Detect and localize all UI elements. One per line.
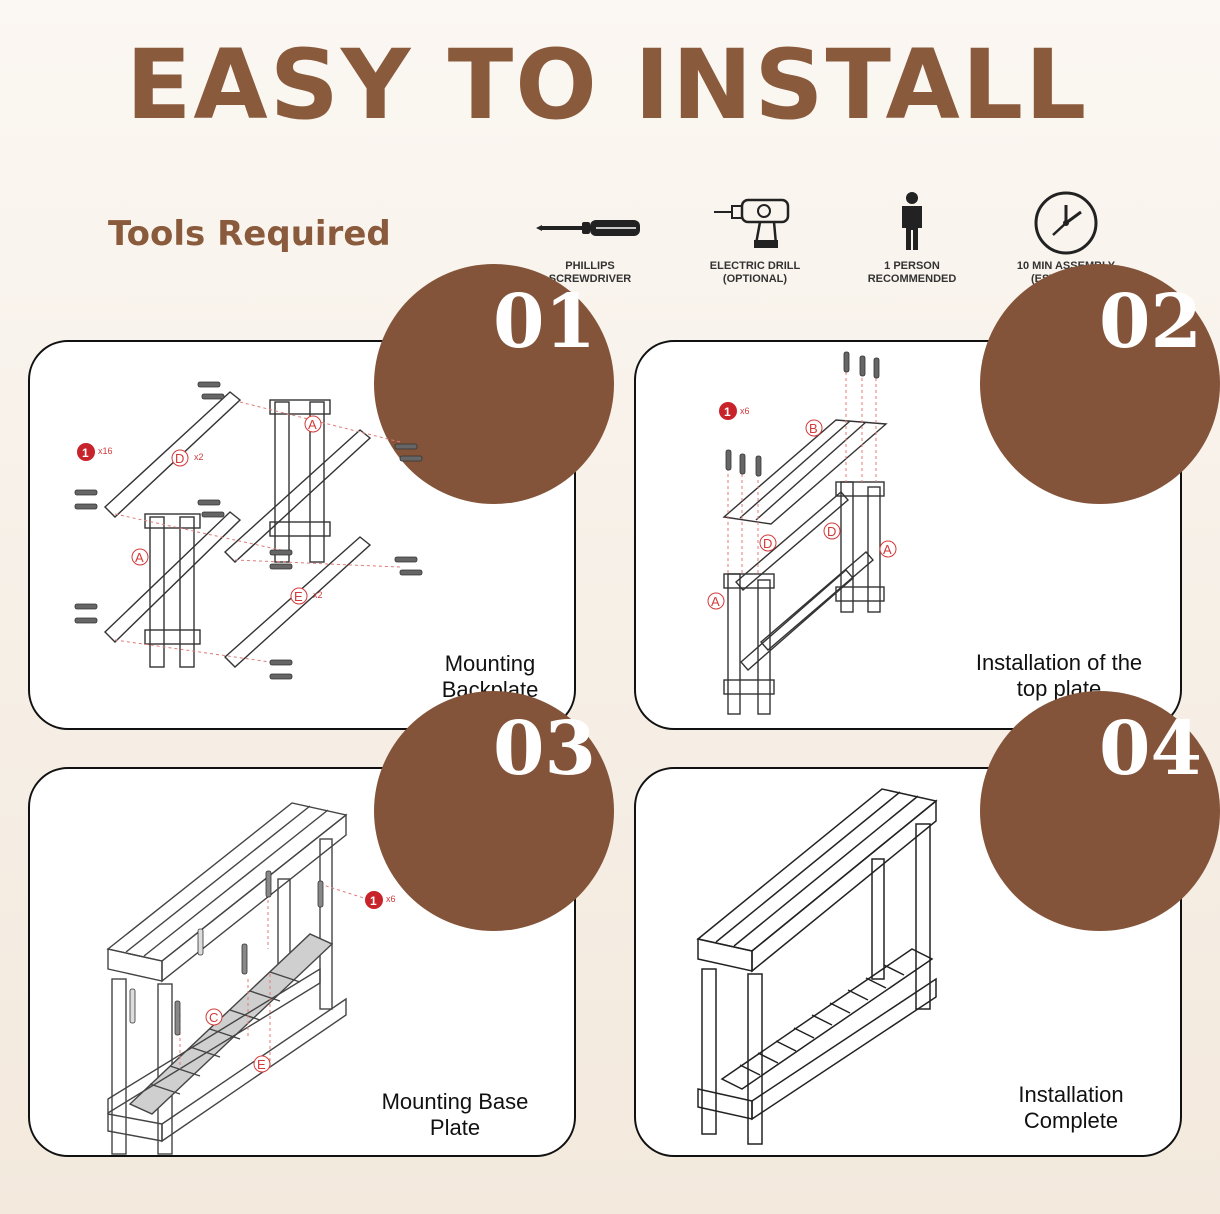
screw-quantity: x16	[98, 446, 113, 456]
screw-quantity: x6	[740, 406, 750, 416]
step-panel-03: 03	[28, 691, 614, 1157]
step-number: 02	[1099, 279, 1202, 365]
step-03-diagram: 1 x6 C E	[106, 802, 396, 1155]
step-caption: Installation of the top plate	[975, 650, 1143, 701]
tool-electric-drill: ELECTRIC DRILL (OPTIONAL)	[670, 190, 840, 286]
part-label-a: A	[711, 594, 720, 609]
part-label-d: D	[827, 524, 836, 539]
step-number: 03	[493, 706, 596, 792]
step-02-diagram: 1 x6 B D D A A	[707, 351, 897, 715]
step-number: 04	[1099, 706, 1202, 792]
step-number: 01	[493, 279, 596, 365]
step-panel-01: 01	[28, 264, 614, 730]
person-icon	[902, 192, 922, 250]
step-04-diagram	[696, 788, 938, 1145]
screw-part-label: 1	[724, 405, 731, 419]
part-label-c: C	[209, 1010, 218, 1025]
step-caption: Mounting Base Plate	[381, 1089, 529, 1140]
part-label-a: A	[883, 542, 892, 557]
tool-screwdriver: PHILLIPS SCREWDRIVER	[505, 190, 675, 286]
step-badge: 02	[980, 264, 1220, 504]
tools-required-label: Tools Required	[108, 214, 391, 254]
screw-quantity: x6	[386, 894, 396, 904]
part-e-quantity: x2	[313, 590, 323, 600]
screwdriver-icon	[536, 220, 640, 236]
screw-part-label: 1	[82, 446, 89, 460]
screw-part-label: 1	[370, 894, 377, 908]
step-panel-04: 04 I	[634, 691, 1220, 1157]
part-label-a: A	[135, 550, 144, 565]
step-caption: Installation Complete	[1018, 1082, 1124, 1133]
part-label-d: D	[763, 536, 772, 551]
electric-drill-icon	[714, 198, 790, 248]
step-panel-02: 02	[634, 264, 1220, 730]
part-d-quantity: x2	[194, 452, 204, 462]
clock-icon	[1034, 191, 1098, 255]
tool-caption: PHILLIPS SCREWDRIVER	[548, 260, 632, 285]
page-title: EASY TO INSTALL	[125, 29, 1089, 141]
part-label-d: D	[175, 451, 184, 466]
step-badge: 01	[374, 264, 614, 504]
tool-caption: 1 PERSON RECOMMENDED	[867, 260, 957, 285]
step-badge: 04	[980, 691, 1220, 931]
part-label-a: A	[308, 417, 317, 432]
part-label-e: E	[294, 589, 303, 604]
part-label-e: E	[257, 1057, 266, 1072]
tool-person: 1 PERSON RECOMMENDED	[827, 190, 997, 286]
part-label-b: B	[809, 421, 818, 436]
step-01-diagram: 1 x16 A A D x2 E x2	[74, 381, 423, 680]
step-badge: 03	[374, 691, 614, 931]
tool-caption: ELECTRIC DRILL (OPTIONAL)	[709, 260, 801, 285]
